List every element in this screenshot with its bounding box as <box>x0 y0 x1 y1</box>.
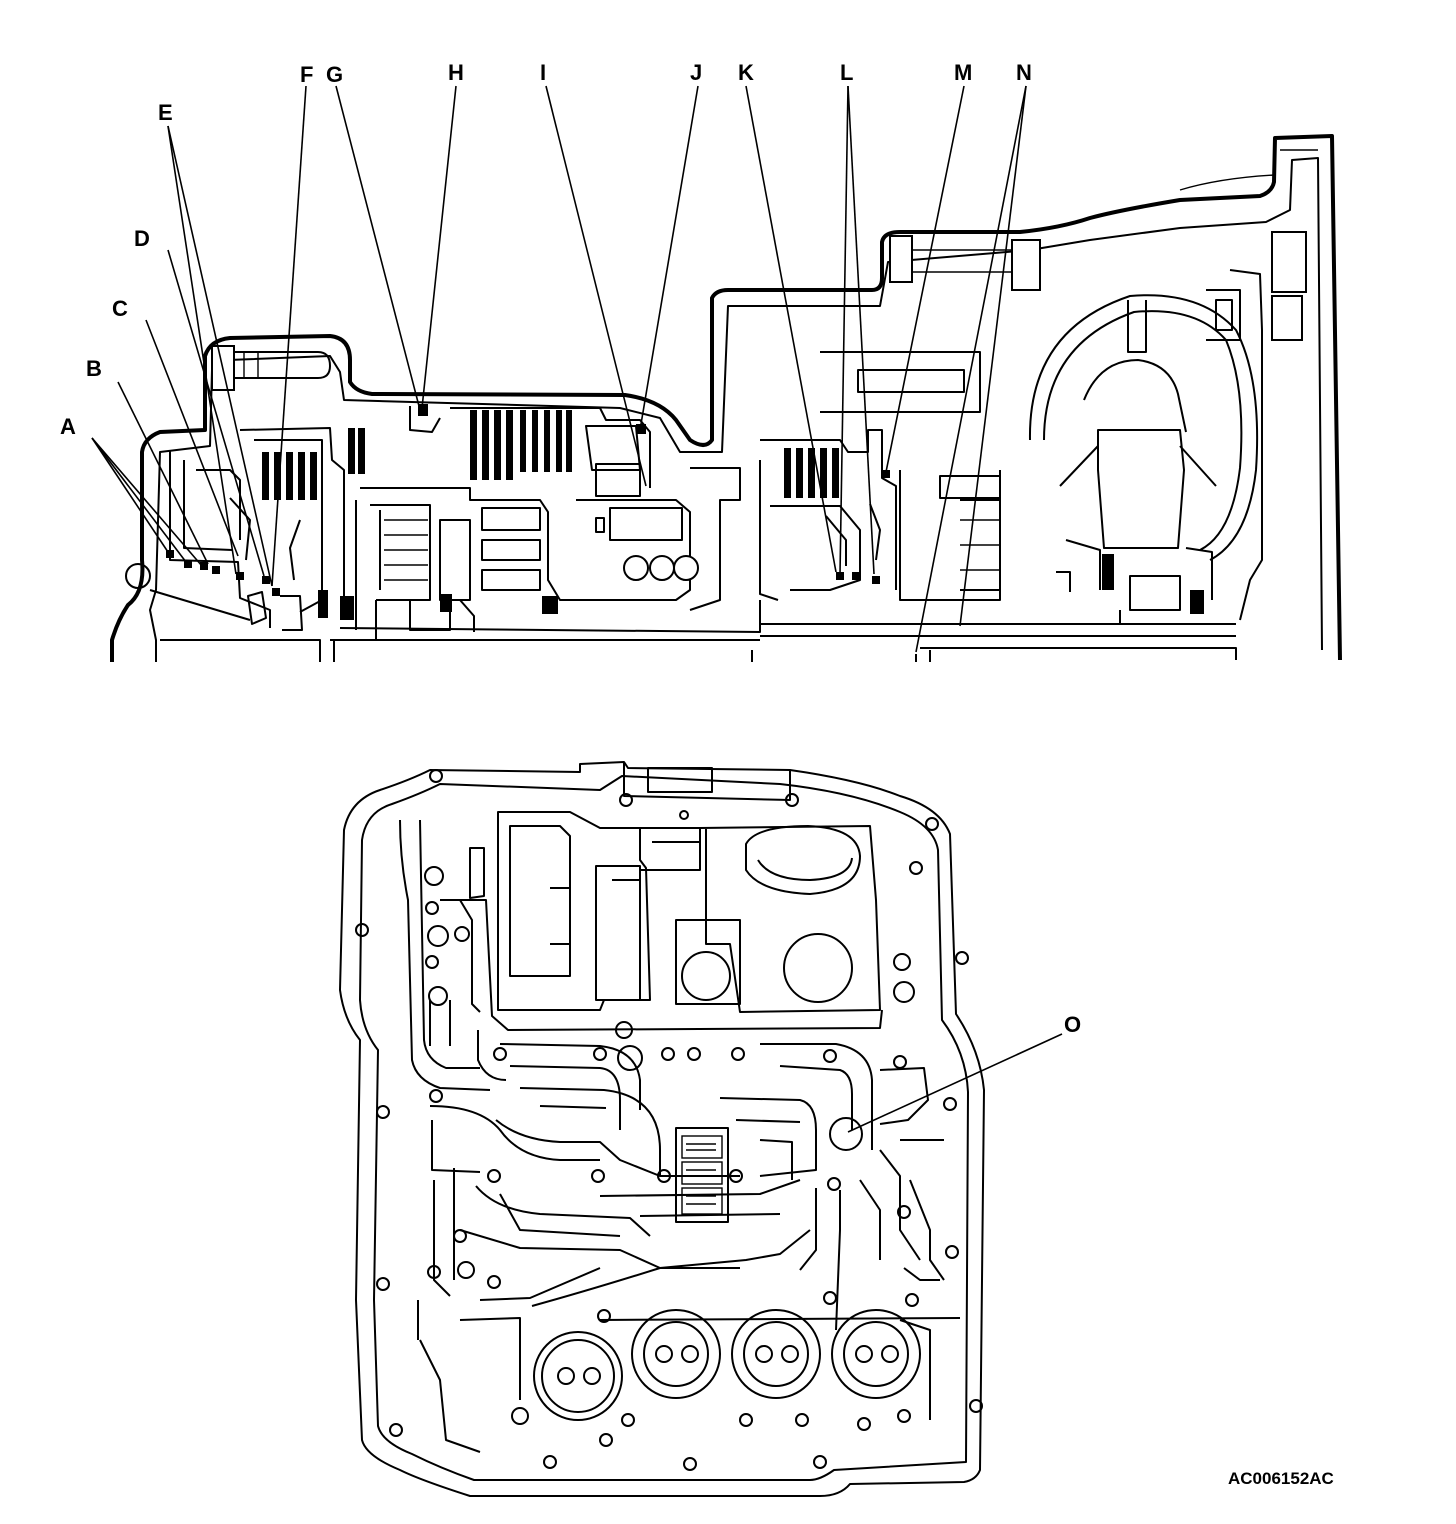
callout-c: C <box>112 296 128 321</box>
callout-n: N <box>1016 60 1032 85</box>
passage-holes <box>424 866 919 1447</box>
callout-e: E <box>158 100 173 125</box>
callout-d: D <box>134 226 150 251</box>
differential-assembly <box>1028 269 1263 624</box>
clutch-pack-middle <box>470 410 572 480</box>
callout-g: G <box>326 62 343 87</box>
callout-h: H <box>448 60 464 85</box>
figure-code: AC006152AC <box>1228 1469 1334 1488</box>
valve-body-bolt-holes <box>355 769 983 1471</box>
valve-body-outline <box>339 761 985 1497</box>
valve-body-channels <box>399 819 961 1453</box>
callout-i: I <box>540 60 546 85</box>
solenoid-label-plate <box>675 1127 729 1223</box>
callout-a: A <box>60 414 76 439</box>
solenoid-bores <box>533 1309 921 1421</box>
callout-b: B <box>86 356 102 381</box>
clutch-pack-left <box>262 452 317 500</box>
callout-f: F <box>300 62 313 87</box>
transaxle-cross-section <box>110 134 1342 662</box>
callout-m: M <box>954 60 972 85</box>
clutch-pack-right <box>784 448 839 498</box>
check-ball-o <box>829 1117 863 1151</box>
valve-body <box>339 761 985 1497</box>
leader-lines <box>91 85 1063 1133</box>
callout-o: O <box>1064 1012 1081 1037</box>
callout-labels: A B C D E F G H I J K L M N O <box>60 60 1081 1037</box>
callout-k: K <box>738 60 754 85</box>
callout-l: L <box>840 60 853 85</box>
housing-outline <box>110 134 1342 662</box>
seal-rings-left <box>166 550 280 596</box>
callout-j: J <box>690 60 702 85</box>
